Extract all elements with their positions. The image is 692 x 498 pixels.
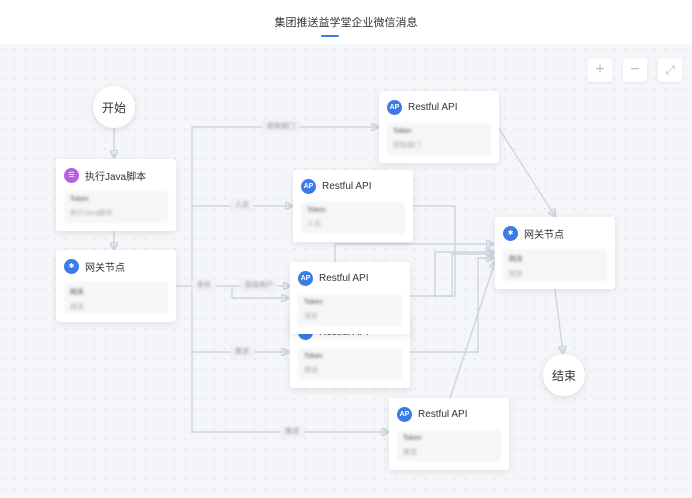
- node-desc: 执行Java脚本: [70, 210, 113, 217]
- node-body: Token 推送: [298, 348, 402, 380]
- node-title: Restful API: [319, 272, 369, 284]
- node-param: 网关: [70, 289, 84, 296]
- end-node[interactable]: 结束: [543, 354, 585, 396]
- restful-api-node-2[interactable]: AP Restful API Token 人员: [293, 170, 413, 242]
- node-param: Token: [304, 299, 323, 306]
- node-desc: 人员: [307, 221, 321, 228]
- node-desc: 网关: [509, 271, 523, 278]
- node-param: Token: [393, 128, 412, 135]
- zoom-out-button[interactable]: −: [623, 58, 647, 82]
- node-desc: 网关: [70, 304, 84, 311]
- api-icon: AP: [387, 99, 402, 115]
- node-title: 网关节点: [85, 262, 125, 274]
- edge-label: 获取部门: [262, 121, 300, 133]
- node-param: Token: [403, 435, 422, 442]
- edge-label: 获取用户: [240, 280, 278, 292]
- node-title: 网关节点: [524, 229, 564, 241]
- node-body: 网关 网关: [64, 282, 168, 314]
- zoom-in-button[interactable]: +: [588, 58, 612, 82]
- node-param: Token: [70, 196, 89, 203]
- start-label: 开始: [101, 100, 126, 115]
- node-body: Token 获取部门: [387, 123, 491, 155]
- node-desc: 推送: [403, 449, 417, 456]
- node-body: Token 消息: [298, 294, 402, 326]
- canvas-tools: + − ⤢: [588, 58, 682, 82]
- node-param: Token: [304, 353, 323, 360]
- api-icon: AP: [298, 270, 313, 286]
- edge-label: 条件: [192, 280, 216, 292]
- node-desc: 获取部门: [393, 142, 421, 149]
- node-body: 网关 网关: [503, 249, 607, 281]
- node-body: Token 推送: [397, 430, 501, 462]
- gateway-node[interactable]: ✱ 网关节点 网关 网关: [56, 250, 176, 322]
- edge-label: 推送: [230, 346, 254, 358]
- edge-label: 人员: [230, 200, 254, 212]
- node-body: Token 执行Java脚本: [64, 191, 168, 223]
- start-node[interactable]: 开始: [93, 86, 135, 128]
- page-title: 集团推送益学堂企业微信消息: [274, 17, 418, 29]
- top-bar: 集团推送益学堂企业微信消息: [0, 0, 692, 44]
- node-desc: 推送: [304, 367, 318, 374]
- java-script-node[interactable]: ☰ 执行Java脚本 Token 执行Java脚本: [56, 159, 176, 231]
- restful-api-node-1[interactable]: AP Restful API Token 获取部门: [379, 91, 499, 163]
- node-title: Restful API: [408, 101, 458, 113]
- node-title: Restful API: [322, 180, 372, 192]
- script-icon: ☰: [64, 167, 79, 183]
- end-label: 结束: [551, 368, 576, 383]
- restful-api-node-5[interactable]: AP Restful API Token 推送: [389, 398, 509, 470]
- node-title: 执行Java脚本: [85, 171, 147, 183]
- fit-view-button[interactable]: ⤢: [658, 58, 682, 82]
- node-title: Restful API: [418, 408, 468, 420]
- node-param: 网关: [509, 256, 523, 263]
- restful-api-node-3[interactable]: AP Restful API Token 消息: [290, 262, 410, 334]
- gateway-node-2[interactable]: ✱ 网关节点 网关 网关: [495, 217, 615, 289]
- gateway-icon: ✱: [64, 258, 79, 274]
- node-desc: 消息: [304, 313, 318, 320]
- api-icon: AP: [397, 406, 412, 422]
- node-body: Token 人员: [301, 202, 405, 234]
- edge-label: 推送: [280, 426, 304, 438]
- node-param: Token: [307, 207, 326, 214]
- api-icon: AP: [301, 178, 316, 194]
- gateway-icon: ✱: [503, 225, 518, 241]
- title-underline: [321, 35, 339, 37]
